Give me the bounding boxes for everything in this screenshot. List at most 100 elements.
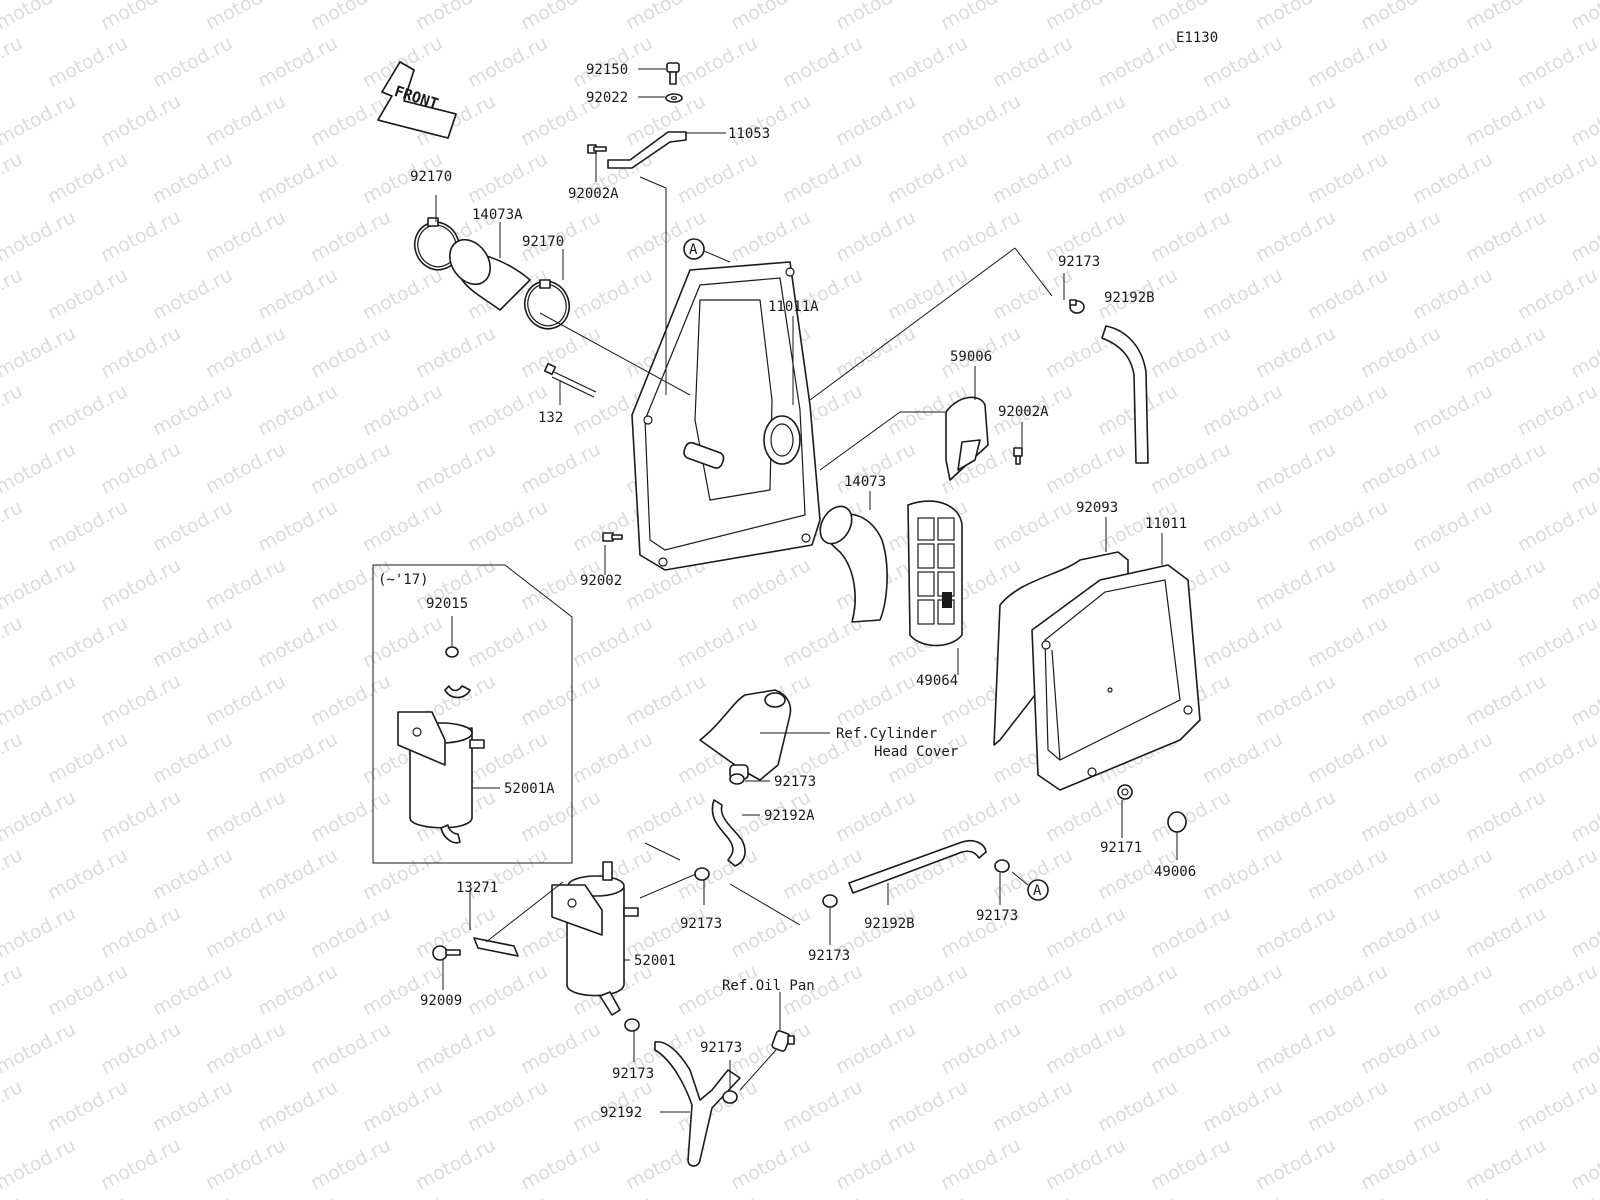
- watermark-text: motod.ru: [149, 728, 236, 788]
- label-92002a-top: 92002A: [568, 186, 619, 202]
- watermark-text: motod.ru: [937, 786, 1024, 846]
- watermark-text: motod.ru: [44, 496, 131, 556]
- watermark-text: motod.ru: [1567, 786, 1600, 846]
- watermark-text: motod.ru: [0, 1192, 26, 1200]
- watermark-text: motod.ru: [1304, 380, 1391, 440]
- ref-marker-a-top-text: A: [689, 242, 698, 258]
- watermark-text: motod.ru: [1409, 960, 1496, 1020]
- watermark-text: motod.ru: [622, 786, 709, 846]
- watermark-text: motod.ru: [1304, 264, 1391, 324]
- part-bolt-92002: [602, 532, 623, 542]
- label-11011a: 11011A: [768, 299, 819, 315]
- part-airbox-lower-11011: [1031, 564, 1201, 791]
- watermark-text: motod.ru: [622, 0, 709, 34]
- watermark-text: motod.ru: [884, 1076, 971, 1136]
- watermark-text: motod.ru: [0, 844, 26, 904]
- watermark-text: motod.ru: [1252, 322, 1339, 382]
- label-14073: 14073: [844, 474, 886, 490]
- watermark-text: motod.ru: [202, 1018, 289, 1078]
- part-clamp-92173-top: [1069, 299, 1085, 314]
- watermark-text: motod.ru: [989, 1192, 1076, 1200]
- watermark-text: motod.ru: [0, 322, 79, 382]
- watermark-text: motod.ru: [727, 206, 814, 266]
- watermark-text: motod.ru: [0, 264, 26, 324]
- watermark-text: motod.ru: [1199, 1192, 1286, 1200]
- watermark-text: motod.ru: [1252, 0, 1339, 34]
- label-11011: 11011: [1145, 516, 1187, 532]
- watermark-text: motod.ru: [1147, 438, 1234, 498]
- watermark-text: motod.ru: [1462, 554, 1549, 614]
- watermark-text: motod.ru: [569, 728, 656, 788]
- part-bolt-92150: [666, 62, 680, 85]
- watermark-text: motod.ru: [412, 0, 499, 34]
- watermark-text: motod.ru: [1462, 1134, 1549, 1194]
- watermark-text: motod.ru: [1252, 902, 1339, 962]
- label-ref-cylinder-2: Head Cover: [874, 744, 958, 760]
- watermark-text: motod.ru: [202, 0, 289, 34]
- watermark-text: motod.ru: [1304, 148, 1391, 208]
- part-ref-oil-pan-fitting: [771, 1030, 795, 1052]
- label-92192: 92192: [600, 1105, 642, 1121]
- part-hose-92192b-bottom: [848, 839, 987, 894]
- watermark-text: motod.ru: [202, 322, 289, 382]
- watermark-text: motod.ru: [1042, 0, 1129, 34]
- watermark-text: motod.ru: [202, 1134, 289, 1194]
- watermark-text: motod.ru: [1304, 728, 1391, 788]
- watermark-text: motod.ru: [1199, 264, 1286, 324]
- label-92173-b1: 92173: [680, 916, 722, 932]
- watermark-text: motod.ru: [202, 90, 289, 150]
- watermark-text: motod.ru: [97, 554, 184, 614]
- part-hose-92192a: [711, 799, 746, 867]
- watermark-text: motod.ru: [1514, 612, 1600, 672]
- watermark-text: motod.ru: [1514, 844, 1600, 904]
- watermark-text: motod.ru: [884, 148, 971, 208]
- label-92170-b: 92170: [522, 234, 564, 250]
- label-92173-b3: 92173: [976, 908, 1018, 924]
- watermark-text: motod.ru: [1357, 786, 1444, 846]
- watermark-text: motod.ru: [359, 1192, 446, 1200]
- watermark-text: motod.ru: [97, 1134, 184, 1194]
- watermark-text: motod.ru: [1357, 90, 1444, 150]
- watermark-text: motod.ru: [779, 32, 866, 92]
- watermark-text: motod.ru: [674, 612, 761, 672]
- watermark-text: motod.ru: [1462, 1018, 1549, 1078]
- watermark-text: motod.ru: [97, 786, 184, 846]
- watermark-text: motod.ru: [1199, 728, 1286, 788]
- watermark-text: motod.ru: [1252, 206, 1339, 266]
- watermark-text: motod.ru: [1462, 0, 1549, 34]
- watermark-text: motod.ru: [44, 728, 131, 788]
- watermark-text: motod.ru: [464, 960, 551, 1020]
- watermark-text: motod.ru: [254, 32, 341, 92]
- watermark-text: motod.ru: [727, 554, 814, 614]
- watermark-text: motod.ru: [149, 1192, 236, 1200]
- watermark-text: motod.ru: [149, 844, 236, 904]
- watermark-text: motod.ru: [1357, 438, 1444, 498]
- watermark-text: motod.ru: [1462, 322, 1549, 382]
- watermark-text: motod.ru: [779, 844, 866, 904]
- label-49064: 49064: [916, 673, 958, 689]
- watermark-text: motod.ru: [412, 1134, 499, 1194]
- watermark-text: motod.ru: [1042, 786, 1129, 846]
- watermark-text: motod.ru: [44, 612, 131, 672]
- watermark-text: motod.ru: [1462, 438, 1549, 498]
- watermark-text: motod.ru: [1462, 206, 1549, 266]
- watermark-text: motod.ru: [44, 32, 131, 92]
- label-92173-top: 92173: [1058, 254, 1100, 270]
- label-11053: 11053: [728, 126, 770, 142]
- part-separator-52001a: [397, 646, 485, 844]
- watermark-text: motod.ru: [569, 1192, 656, 1200]
- watermark-text: motod.ru: [1304, 960, 1391, 1020]
- label-52001: 52001: [634, 953, 676, 969]
- part-bolt-92002a-right: [1013, 447, 1023, 465]
- watermark-text: motod.ru: [989, 32, 1076, 92]
- watermark-text: motod.ru: [149, 612, 236, 672]
- watermark-text: motod.ru: [412, 1018, 499, 1078]
- watermark-text: motod.ru: [937, 0, 1024, 34]
- watermark-text: motod.ru: [307, 206, 394, 266]
- watermark-text: motod.ru: [1409, 148, 1496, 208]
- watermark-text: motod.ru: [359, 960, 446, 1020]
- watermark-text: motod.ru: [937, 90, 1024, 150]
- part-tube-14073a: [449, 238, 531, 311]
- watermark-text: motod.ru: [412, 438, 499, 498]
